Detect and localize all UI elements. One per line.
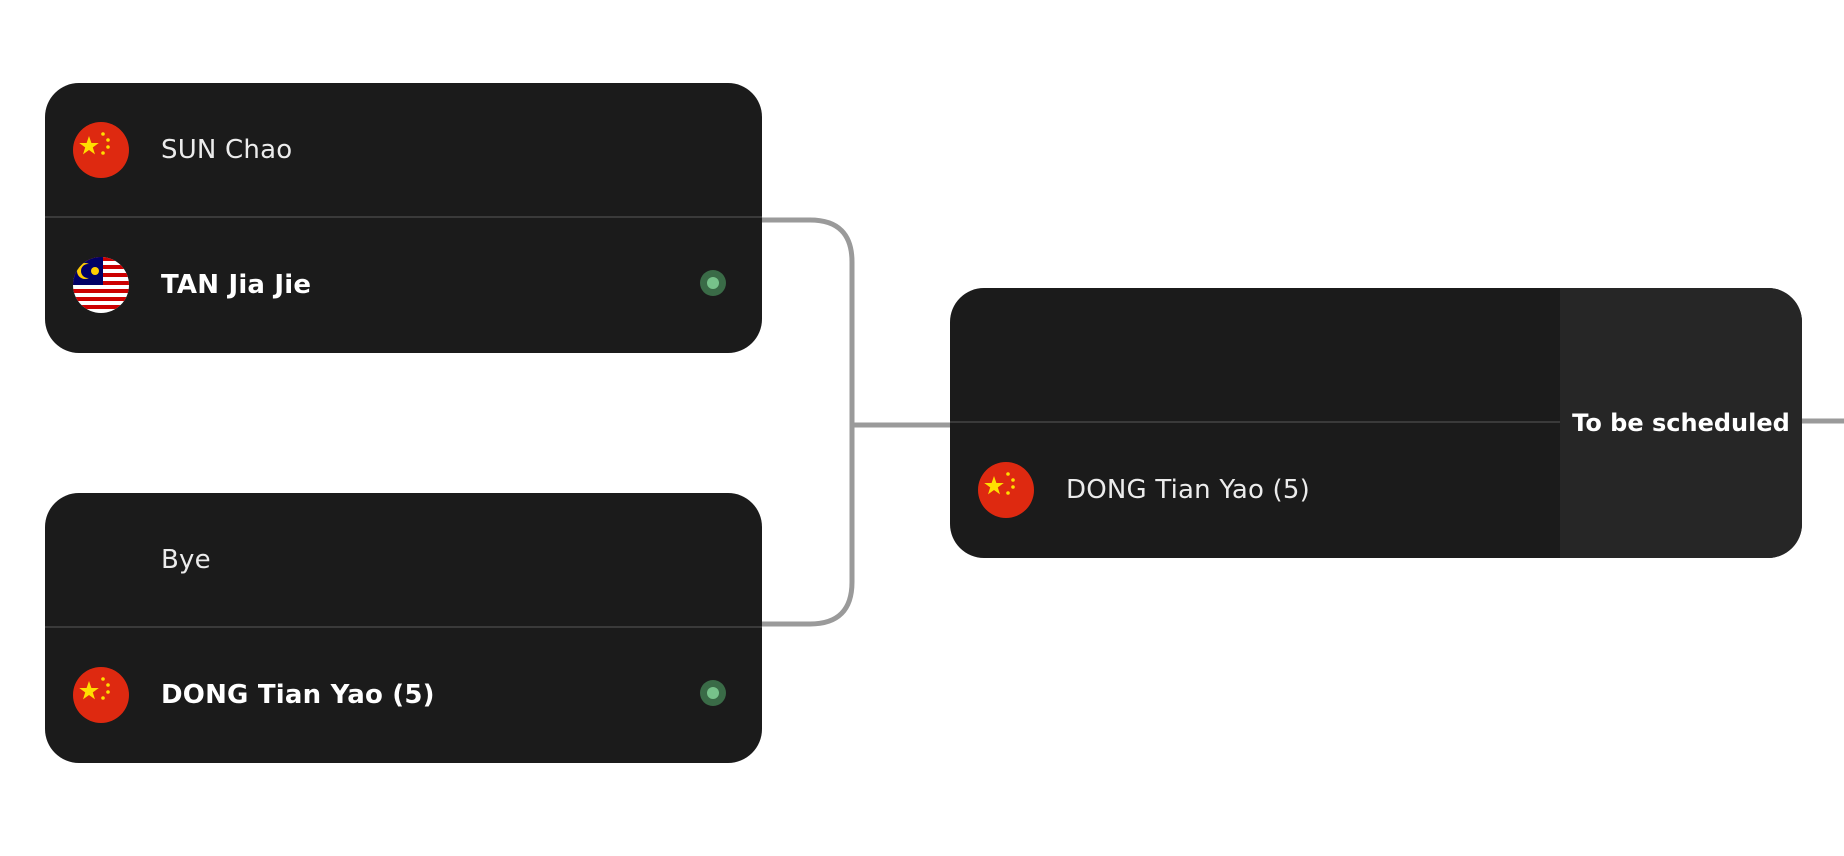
player-name: DONG Tian Yao (5)	[161, 680, 435, 710]
player-row-bye[interactable]: Bye	[45, 493, 762, 628]
match-card-3[interactable]: DONG Tian Yao (5) To be scheduled	[950, 288, 1802, 558]
match-card-1[interactable]: SUN Chao TAN Jia Jie	[45, 83, 762, 353]
player-name: Bye	[161, 545, 211, 575]
player-row-tan-jia-jie[interactable]: TAN Jia Jie	[45, 218, 762, 352]
player-name: SUN Chao	[161, 135, 293, 165]
china-flag-icon	[73, 122, 129, 178]
china-flag-icon	[73, 667, 129, 723]
player-row-empty[interactable]	[950, 288, 1560, 423]
player-name: TAN Jia Jie	[161, 270, 312, 300]
winner-indicator-icon	[700, 680, 726, 706]
winner-indicator-icon	[700, 270, 726, 296]
player-name: DONG Tian Yao (5)	[1066, 475, 1310, 505]
player-row-dong-tian-yao[interactable]: DONG Tian Yao (5)	[45, 628, 762, 762]
match-card-2[interactable]: Bye DONG Tian Yao (5)	[45, 493, 762, 763]
match-status: To be scheduled	[1560, 288, 1802, 558]
player-row-dong-tian-yao[interactable]: DONG Tian Yao (5)	[950, 423, 1560, 557]
china-flag-icon	[978, 462, 1034, 518]
player-row-sun-chao[interactable]: SUN Chao	[45, 83, 762, 218]
malaysia-flag-icon	[73, 257, 129, 313]
